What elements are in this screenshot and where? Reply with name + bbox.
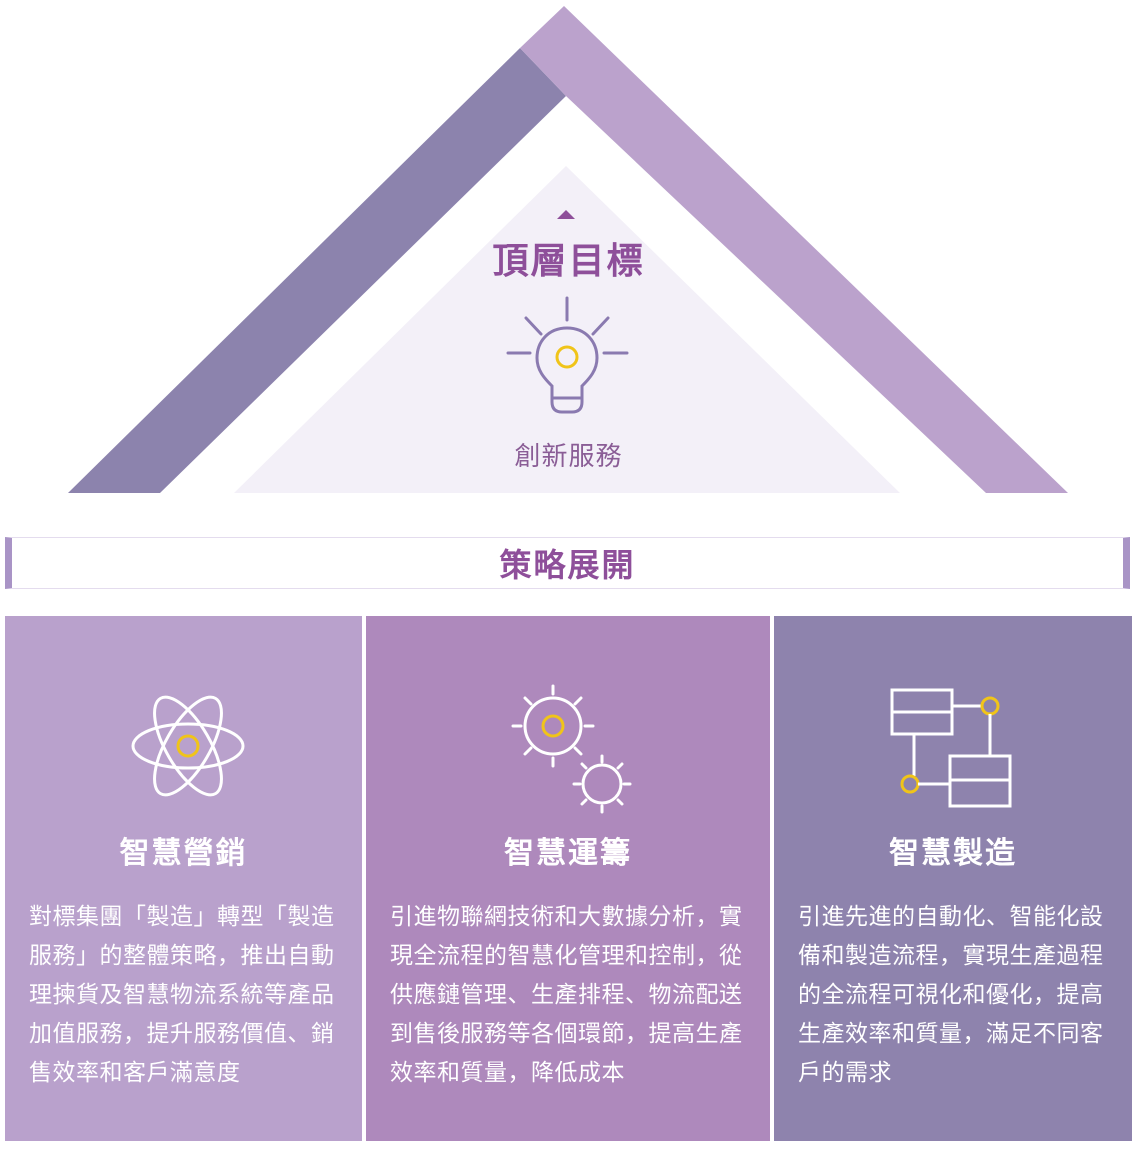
strategy-title: 策略展開 xyxy=(499,546,636,584)
gears-icon xyxy=(511,684,632,814)
flowchart-icon xyxy=(890,688,1012,808)
panel-title: 智慧製造 xyxy=(889,836,1017,871)
panel-body: 對標集團「製造」轉型「製造服務」的整體策略，推出自動理揀貨及智慧物流系統等產品加… xyxy=(29,904,335,1086)
roof-left-beam xyxy=(68,48,566,493)
panel-smart-manufacturing: 智慧製造 引進先進的自動化、智能化設備和製造流程，實現生產過程的全流程可視化和優… xyxy=(774,616,1132,1141)
lightbulb-icon xyxy=(506,296,629,414)
panel-smart-marketing: 智慧營銷 對標集團「製造」轉型「製造服務」的整體策略，推出自動理揀貨及智慧物流系… xyxy=(5,616,362,1141)
roof-graphic xyxy=(68,6,1068,493)
roof-right-beam xyxy=(520,6,1068,493)
panel-body: 引進先進的自動化、智能化設備和製造流程，實現生產過程的全流程可視化和優化，提高生… xyxy=(798,904,1104,1086)
panel-title: 智慧運籌 xyxy=(504,836,632,871)
arrow-up-icon xyxy=(557,210,575,219)
top-goal-title: 頂層目標 xyxy=(492,241,645,282)
panel-body: 引進物聯網技術和大數據分析，實現全流程的智慧化管理和控制，從供應鏈管理、生產排程… xyxy=(390,904,743,1086)
strategy-banner: 策略展開 xyxy=(5,537,1130,589)
top-goal-subtitle: 創新服務 xyxy=(514,442,623,472)
panel-smart-logistics: 智慧運籌 引進物聯網技術和大數據分析，實現全流程的智慧化管理和控制，從供應鏈管理… xyxy=(366,616,770,1141)
atom-icon xyxy=(131,695,245,797)
panel-title: 智慧營銷 xyxy=(119,836,248,871)
